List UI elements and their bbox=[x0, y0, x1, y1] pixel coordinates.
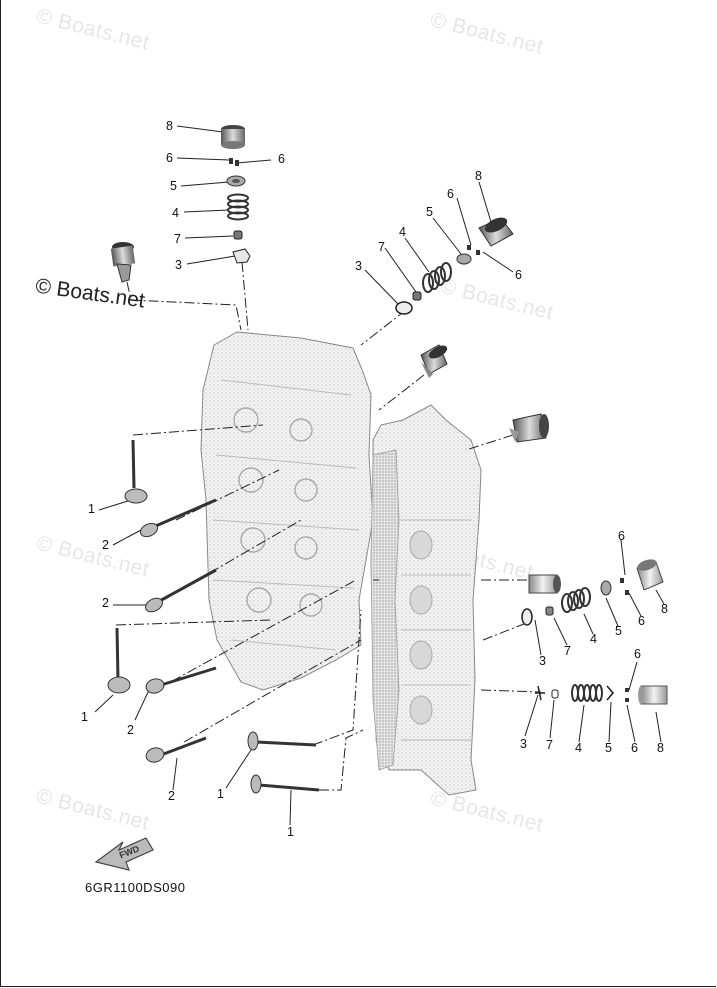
valve-icon bbox=[145, 736, 207, 763]
valve-lifter-icon bbox=[638, 685, 668, 705]
callout-1: 1 bbox=[217, 787, 224, 801]
callout-8: 8 bbox=[661, 602, 668, 616]
callout-7: 7 bbox=[564, 644, 571, 658]
valve-lifter-icon bbox=[528, 574, 561, 594]
callout-8: 8 bbox=[475, 169, 482, 183]
callout-3: 3 bbox=[355, 259, 362, 273]
valve-cotter-icon bbox=[620, 578, 629, 595]
callout-6: 6 bbox=[447, 187, 454, 201]
callout-1: 1 bbox=[287, 825, 294, 839]
valve-cotter-icon bbox=[229, 158, 239, 166]
callout-8: 8 bbox=[657, 741, 664, 755]
valve-assembly-right-middle bbox=[521, 559, 664, 626]
valve-icon bbox=[145, 666, 217, 694]
diagram-code: 6GR1100DS090 bbox=[85, 880, 186, 895]
valve-icon bbox=[145, 568, 217, 613]
callout-4: 4 bbox=[399, 225, 406, 239]
spring-seat-icon bbox=[535, 685, 545, 701]
callout-6: 6 bbox=[618, 529, 625, 543]
valve-cotter-icon bbox=[625, 688, 629, 702]
callout-4: 4 bbox=[172, 206, 179, 220]
valve-icon bbox=[250, 774, 320, 794]
valve-icon bbox=[139, 498, 217, 538]
spring-retainer-icon bbox=[456, 253, 472, 265]
callout-4: 4 bbox=[575, 741, 582, 755]
cylinder-head-left bbox=[200, 331, 374, 691]
valve-lifter-icon bbox=[420, 344, 448, 378]
valve-icon bbox=[124, 439, 148, 504]
callout-4: 4 bbox=[590, 632, 597, 646]
valve-assembly-top bbox=[221, 125, 251, 264]
valve-lifter-icon bbox=[636, 559, 664, 591]
callout-7: 7 bbox=[378, 240, 385, 254]
spring-seat-icon bbox=[521, 608, 533, 626]
callout-6: 6 bbox=[634, 647, 641, 661]
callout-2: 2 bbox=[168, 789, 175, 803]
valve-lifter-icon bbox=[478, 217, 514, 247]
valve-lifter-icon bbox=[110, 242, 136, 283]
callout-7: 7 bbox=[546, 738, 553, 752]
valve-spring-icon bbox=[422, 262, 452, 293]
valve-stem-seal-icon bbox=[412, 291, 422, 301]
callout-6: 6 bbox=[278, 152, 285, 166]
callout-3: 3 bbox=[539, 654, 546, 668]
callout-3: 3 bbox=[520, 737, 527, 751]
valve-stem-seal-icon bbox=[551, 689, 559, 699]
callout-6: 6 bbox=[166, 151, 173, 165]
callout-6: 6 bbox=[631, 741, 638, 755]
callout-5: 5 bbox=[426, 205, 433, 219]
label-lines bbox=[94, 125, 665, 826]
cylinder-head-right bbox=[370, 404, 482, 796]
callout-2: 2 bbox=[102, 596, 109, 610]
valve-cotter-icon bbox=[467, 245, 480, 255]
valve-icon bbox=[107, 627, 131, 694]
valve-icon bbox=[247, 731, 317, 751]
callout-1: 1 bbox=[88, 502, 95, 516]
valve-assembly-right-lower bbox=[535, 684, 668, 705]
valve-assembly-upper-right bbox=[395, 217, 514, 315]
valve-lifter-icon bbox=[509, 413, 549, 443]
valve-spring-icon bbox=[571, 684, 603, 702]
valve-spring-icon bbox=[227, 193, 249, 221]
spring-seat-icon bbox=[395, 301, 413, 315]
spring-retainer-icon bbox=[606, 685, 615, 701]
spring-retainer-icon bbox=[226, 175, 246, 187]
forward-direction-arrow bbox=[94, 837, 154, 871]
callout-6: 6 bbox=[638, 614, 645, 628]
callout-5: 5 bbox=[615, 624, 622, 638]
callout-5: 5 bbox=[170, 179, 177, 193]
callout-2: 2 bbox=[102, 538, 109, 552]
callout-1: 1 bbox=[81, 710, 88, 724]
spring-retainer-icon bbox=[600, 580, 612, 596]
valve-stem-seal-icon bbox=[233, 230, 243, 240]
valve-lifter-icon bbox=[221, 125, 245, 149]
leader-lines bbox=[115, 261, 542, 791]
callout-7: 7 bbox=[174, 232, 181, 246]
callout-5: 5 bbox=[605, 741, 612, 755]
spring-seat-icon bbox=[232, 248, 251, 264]
callout-2: 2 bbox=[127, 723, 134, 737]
valve-stem-seal-icon bbox=[545, 606, 554, 616]
valve-spring-icon bbox=[561, 587, 591, 613]
callout-3: 3 bbox=[175, 258, 182, 272]
callout-8: 8 bbox=[166, 119, 173, 133]
callout-6: 6 bbox=[515, 268, 522, 282]
